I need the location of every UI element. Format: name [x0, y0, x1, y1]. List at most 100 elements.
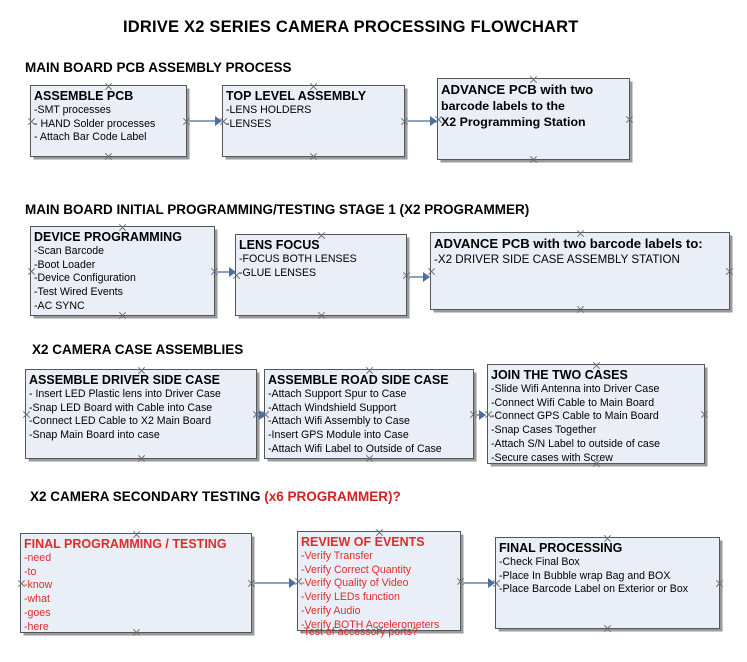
flow-box-line: -Place Barcode Label on Exterior or Box: [499, 583, 689, 596]
connector-arrowhead-icon: [259, 410, 266, 420]
section-heading-x2-camera-case-assemblies: X2 CAMERA CASE ASSEMBLIES: [32, 342, 243, 357]
flow-box-line: -Connect Wifi Cable to Main Board: [491, 396, 655, 409]
connector-arrow: [216, 271, 230, 273]
connection-handle-right[interactable]: [725, 267, 734, 276]
flow-box-line: X2 Programming Station: [441, 114, 586, 129]
section-heading-x2-camera-secondary-testing: X2 CAMERA SECONDARY TESTING (x6 PROGRAMM…: [30, 489, 401, 504]
flow-box-line: -Secure cases with Screw: [491, 451, 613, 464]
flow-box-line: -AC SYNC: [34, 299, 85, 312]
flow-box-line: -Attach Support Spur to Case: [268, 387, 407, 400]
flow-box-header: FINAL PROGRAMMING / TESTING: [24, 537, 227, 551]
flow-box-device-programming[interactable]: DEVICE PROGRAMMING -Scan Barcode -Boot L…: [30, 226, 215, 316]
flow-box-line: -Device Configuration: [34, 272, 136, 285]
connector-arrow: [408, 276, 425, 278]
section-heading-text: X2 CAMERA CASE ASSEMBLIES: [32, 342, 244, 357]
flow-box-lens-focus[interactable]: LENS FOCUS -FOCUS BOTH LENSES -GLUE LENS…: [235, 234, 407, 316]
flow-box-line: -Attach Windshield Support: [268, 401, 397, 414]
flow-box-header: LENS FOCUS: [239, 238, 320, 252]
flow-box-line: -know: [24, 579, 53, 592]
flow-box-line: -GLUE LENSES: [239, 266, 317, 279]
flow-box-line: -Connect GPS Cable to Main Board: [491, 410, 659, 423]
flow-box-header: DEVICE PROGRAMMING: [34, 230, 182, 244]
flow-box-header: TOP LEVEL ASSEMBLY: [226, 89, 367, 103]
connector-arrow: [462, 582, 489, 584]
section-heading-text: X2 CAMERA SECONDARY TESTING: [30, 489, 265, 504]
flow-box-line: -to: [24, 565, 37, 578]
flow-box-top-level-assembly[interactable]: TOP LEVEL ASSEMBLY -LENS HOLDERS -LENSES: [222, 85, 405, 157]
flow-box-line: -FOCUS BOTH LENSES: [239, 252, 357, 265]
flow-box-line: -Verify Transfer: [301, 549, 373, 562]
connection-handle-bottom[interactable]: [529, 155, 538, 164]
flow-box-line: -Verify BOTH Accelerometers: [301, 618, 440, 631]
section-heading-main-board-pcb-assembly: MAIN BOARD PCB ASSEMBLY PROCESS: [25, 60, 292, 75]
flow-box-line: -Verify Correct Quantity: [301, 563, 412, 576]
flow-box-line: -Insert GPS Module into Case: [268, 429, 409, 442]
flow-box-join-the-two-cases[interactable]: JOIN THE TWO CASES -Slide Wifi Antenna i…: [487, 364, 705, 464]
connection-handle-bottom[interactable]: [104, 152, 113, 161]
flow-box-line: - HAND Solder processes: [34, 117, 156, 130]
connector-arrowhead-icon: [229, 267, 236, 277]
flow-box-line: -Snap LED Board with Cable into Case: [29, 401, 213, 414]
flow-box-line: barcode labels to the: [441, 98, 565, 113]
flow-box-line: -Verify Quality of Video: [301, 577, 409, 590]
flow-box-header: JOIN THE TWO CASES: [491, 368, 628, 382]
flow-box-assemble-driver-side-case[interactable]: ASSEMBLE DRIVER SIDE CASE - Insert LED P…: [25, 369, 257, 459]
connector-arrow: [253, 582, 290, 584]
flow-box-line: -need: [24, 551, 52, 564]
page-title: IDRIVE X2 SERIES CAMERA PROCESSING FLOWC…: [123, 18, 579, 36]
flow-box-header: ASSEMBLE DRIVER SIDE CASE: [29, 373, 221, 387]
flow-box-review-of-events[interactable]: REVIEW OF EVENTS -Verify Transfer -Verif…: [297, 531, 461, 631]
flow-box-line: -Attach Wifi Label to Outside of Case: [268, 442, 442, 455]
flow-box-advance-pcb-driver-side-case[interactable]: ADVANCE PCB with two barcode labels to: …: [430, 232, 730, 310]
connector-arrowhead-icon: [215, 116, 222, 126]
flow-box-line: -Snap Main Board into case: [29, 429, 160, 442]
flow-box-line: -LENSES: [226, 117, 272, 130]
connector-arrowhead-icon: [430, 116, 437, 126]
flow-box-final-programming-testing[interactable]: FINAL PROGRAMMING / TESTING -need -to -k…: [20, 533, 252, 633]
flow-box-line: -Verify Audio: [301, 604, 361, 617]
flow-box-assemble-road-side-case[interactable]: ASSEMBLE ROAD SIDE CASE -Attach Support …: [264, 369, 474, 459]
flow-box-header: ADVANCE PCB with two barcode labels to:: [434, 236, 703, 251]
flow-box-line: -what: [24, 593, 50, 606]
flow-box-final-processing[interactable]: FINAL PROCESSING -Check Final Box -Place…: [495, 537, 720, 629]
connector-arrowhead-icon: [479, 410, 486, 420]
connection-handle-bottom[interactable]: [603, 624, 612, 633]
flow-box-line: -Check Final Box: [499, 555, 580, 568]
flow-box-header: ADVANCE PCB with two: [441, 82, 594, 97]
flow-box-line: -Attach Wifi Assembly to Case: [268, 415, 410, 428]
connection-handle-bottom[interactable]: [309, 152, 318, 161]
connector-arrow: [406, 120, 431, 122]
section-heading-accent-text: (x6 PROGRAMMER)?: [264, 489, 401, 504]
flow-box-line: -LENS HOLDERS: [226, 103, 312, 116]
connector-arrow: [475, 414, 481, 416]
connection-handle-bottom[interactable]: [137, 454, 146, 463]
connection-handle-bottom[interactable]: [317, 311, 326, 320]
connector-arrowhead-icon: [289, 578, 296, 588]
flow-box-line: -Snap Cases Together: [491, 424, 597, 437]
flow-box-line: -Scan Barcode: [34, 244, 105, 257]
flow-box-header: FINAL PROCESSING: [499, 541, 623, 555]
connector-arrow: [188, 120, 216, 122]
connector-arrowhead-icon: [488, 578, 495, 588]
connector-arrowhead-icon: [423, 272, 430, 282]
flow-box-line: - Insert LED Plastic lens into Driver Ca…: [29, 387, 221, 400]
flow-box-overflow-line: -Test of accessory ports?: [300, 626, 418, 638]
flow-box-header: ASSEMBLE ROAD SIDE CASE: [268, 373, 449, 387]
flow-box-line: -Slide Wifi Antenna into Driver Case: [491, 382, 660, 395]
flow-box-line: -X2 DRIVER SIDE CASE ASSEMBLY STATION: [434, 252, 680, 266]
flow-box-advance-pcb-programming-station[interactable]: ADVANCE PCB with two barcode labels to t…: [437, 78, 630, 160]
flow-box-line: -Boot Loader: [34, 258, 96, 271]
flow-box-header: ASSEMBLE PCB: [34, 89, 134, 103]
section-heading-main-board-initial-programming: MAIN BOARD INITIAL PROGRAMMING/TESTING S…: [25, 202, 529, 217]
flow-box-line: -Place In Bubble wrap Bag and BOX: [499, 569, 671, 582]
flow-box-line: -SMT processes: [34, 103, 111, 116]
flow-box-line: -goes: [24, 606, 51, 619]
flow-box-assemble-pcb[interactable]: ASSEMBLE PCB -SMT processes - HAND Solde…: [30, 85, 187, 157]
flow-box-line: -Connect LED Cable to X2 Main Board: [29, 415, 211, 428]
connection-handle-bottom[interactable]: [576, 305, 585, 314]
section-heading-text: MAIN BOARD INITIAL PROGRAMMING/TESTING S…: [25, 202, 530, 217]
flow-box-line: -here: [24, 620, 49, 633]
flow-box-line: - Attach Bar Code Label: [34, 131, 147, 144]
flow-box-line: -Verify LEDs function: [301, 591, 400, 604]
